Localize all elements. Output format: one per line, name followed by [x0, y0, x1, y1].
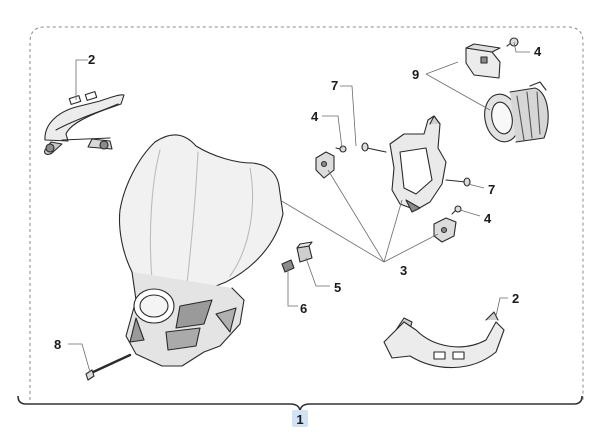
screw-left [335, 145, 347, 153]
auxiliary-light [484, 81, 549, 143]
assembly-highlight [292, 410, 308, 427]
callout-7-upper: 7 [331, 78, 338, 93]
callout-1: 1 [296, 412, 303, 427]
mount-plate [465, 43, 501, 79]
callout-7-lower: 7 [488, 182, 495, 197]
callout-9: 9 [412, 67, 419, 82]
light-holder [389, 115, 447, 213]
clip-left [315, 151, 335, 179]
rubber-block [296, 241, 313, 263]
callout-2-lower: 2 [512, 291, 519, 306]
callout-8: 8 [54, 337, 61, 352]
screw-right [451, 205, 462, 215]
callout-4-left: 4 [311, 109, 319, 124]
bracket-upper-left [44, 91, 125, 155]
leader-lines [68, 41, 530, 373]
callout-4-right: 4 [484, 211, 492, 226]
spacer [281, 259, 295, 273]
callout-5: 5 [334, 280, 341, 295]
screw-top-right [506, 37, 519, 47]
bolt-lower [445, 177, 471, 187]
bracket-lower-right [383, 311, 505, 369]
headlight-mask [119, 134, 284, 367]
bolt-upper [361, 142, 387, 153]
callout-2-upper: 2 [88, 52, 95, 67]
dashed-frame [29, 26, 584, 400]
callout-4-top: 4 [534, 44, 542, 59]
long-bolt [85, 353, 132, 381]
callout-3: 3 [400, 263, 407, 278]
clip-right [433, 217, 457, 243]
callout-6: 6 [300, 301, 307, 316]
assembly-bracket [17, 395, 583, 413]
